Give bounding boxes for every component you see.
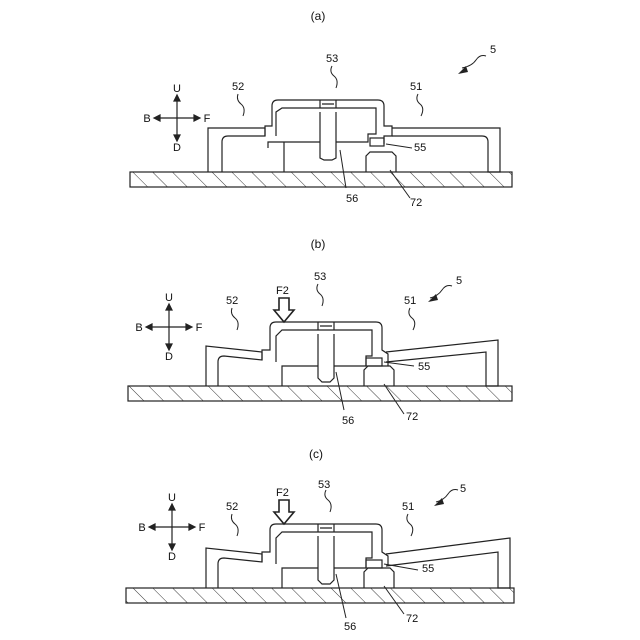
shaft-56: [318, 334, 334, 382]
direction-indicator: [146, 304, 192, 350]
label-56: 56: [342, 415, 354, 427]
label-55: 55: [422, 563, 434, 575]
panel-caption: (b): [311, 237, 326, 251]
switch-72: [364, 366, 394, 386]
cap-inner: [276, 330, 372, 366]
base-plate: [128, 386, 512, 401]
inner-frame: [268, 142, 342, 172]
cap-notch: [318, 524, 334, 532]
direction-down-label: D: [168, 551, 176, 563]
label-72: 72: [406, 613, 418, 625]
force-arrow-f2: [274, 500, 294, 524]
direction-down-label: D: [173, 142, 181, 154]
direction-back-label: B: [135, 322, 142, 334]
label-52: 52: [226, 501, 238, 513]
direction-indicator: [149, 504, 195, 550]
inner-frame: [282, 366, 366, 386]
direction-back-label: B: [138, 522, 145, 534]
direction-front-label: F: [204, 113, 211, 125]
label-72: 72: [410, 197, 422, 209]
shaft-56: [318, 536, 334, 584]
inner-frame: [282, 568, 366, 588]
direction-up-label: U: [173, 83, 181, 95]
direction-back-label: B: [143, 113, 150, 125]
label-55: 55: [418, 361, 430, 373]
force-label: F2: [276, 487, 289, 499]
cap-inner: [276, 532, 372, 568]
cap-notch: [318, 322, 334, 330]
cap-53: [265, 100, 392, 144]
label-56: 56: [346, 193, 358, 205]
switch-72: [364, 568, 394, 588]
label-56: 56: [344, 621, 356, 633]
label-53: 53: [326, 53, 338, 65]
left-wing-52: [206, 548, 262, 588]
label-53: 53: [318, 479, 330, 491]
panel-b: (b) U D B F F2: [128, 237, 512, 427]
right-wing-51: [386, 538, 510, 588]
force-label: F2: [276, 285, 289, 297]
panel-c: (c) U D B F F2: [126, 447, 514, 633]
left-wing-52: [208, 128, 265, 172]
label-52: 52: [232, 81, 244, 93]
direction-front-label: F: [196, 322, 203, 334]
switch-72: [366, 152, 396, 172]
contact-55: [366, 560, 382, 568]
label-53: 53: [314, 271, 326, 283]
right-wing-51: [386, 340, 498, 386]
base-plate: [126, 588, 514, 603]
panel-caption: (a): [311, 9, 326, 23]
shaft-56: [320, 112, 336, 160]
label-72: 72: [406, 411, 418, 423]
cap-53: [262, 322, 388, 366]
assembly-label: 5: [456, 275, 462, 287]
cap-notch: [320, 100, 336, 108]
label-51: 51: [404, 295, 416, 307]
label-51: 51: [402, 501, 414, 513]
direction-up-label: U: [165, 292, 173, 304]
left-wing-52: [206, 346, 262, 386]
panel-caption: (c): [309, 447, 323, 461]
direction-indicator: [154, 95, 200, 141]
force-arrow-f2: [274, 298, 294, 322]
contact-55: [370, 138, 384, 146]
direction-front-label: F: [199, 522, 206, 534]
contact-55: [366, 358, 382, 366]
assembly-label: 5: [460, 483, 466, 495]
assembly-label: 5: [490, 44, 496, 56]
right-wing-51: [392, 128, 500, 172]
cap-inner: [276, 108, 376, 142]
panel-a: (a) U D B F: [130, 9, 512, 209]
direction-up-label: U: [168, 492, 176, 504]
direction-down-label: D: [165, 351, 173, 363]
label-51: 51: [410, 81, 422, 93]
label-55: 55: [414, 142, 426, 154]
base-plate: [130, 172, 512, 187]
label-52: 52: [226, 295, 238, 307]
